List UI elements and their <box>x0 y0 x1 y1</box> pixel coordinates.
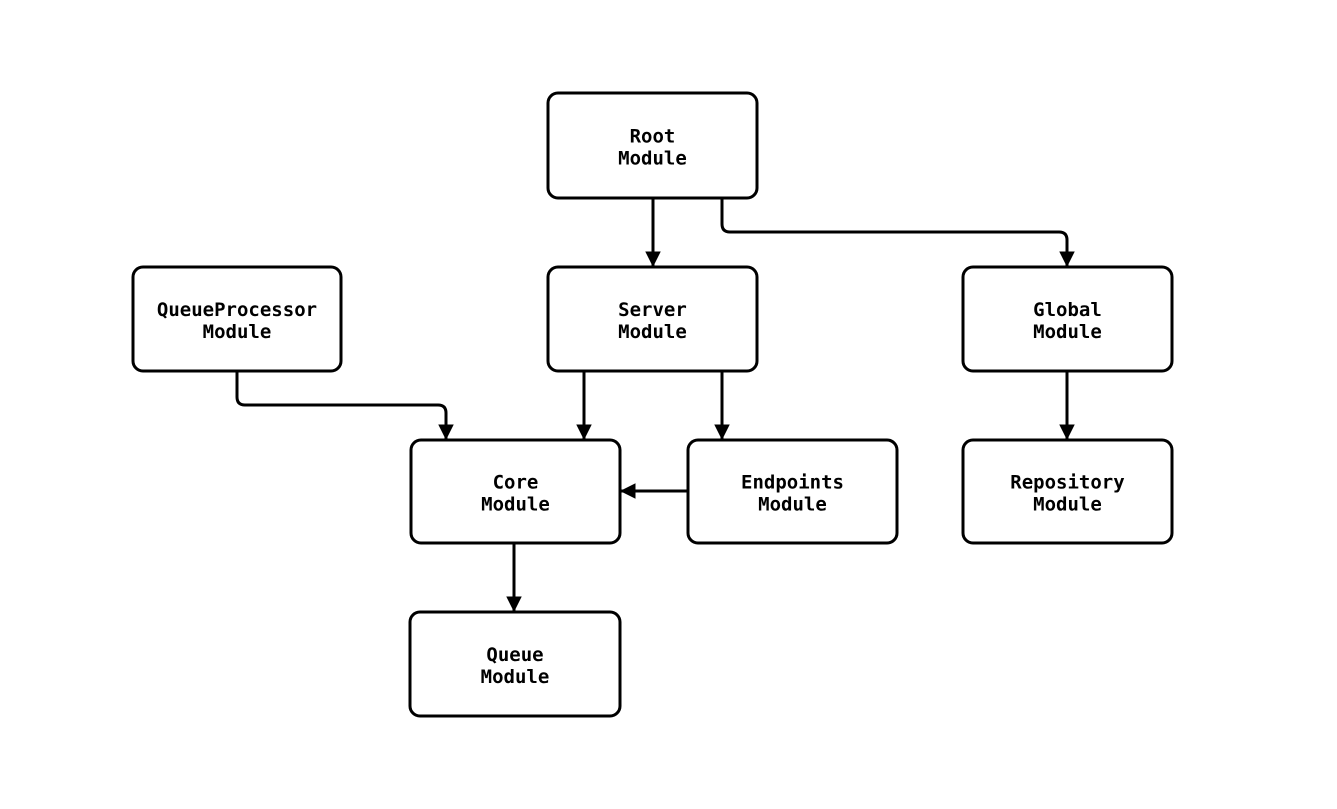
edges-layer <box>235 198 1075 612</box>
node-queue-box <box>408 610 622 718</box>
node-global-box <box>961 265 1174 373</box>
node-repository-box <box>961 438 1174 545</box>
node-root-box <box>546 91 759 200</box>
node-endpoints-box <box>686 438 899 545</box>
node-server-box <box>546 265 759 373</box>
node-queueprocessor-box <box>131 265 343 373</box>
node-core-box <box>409 438 622 545</box>
edge-queueprocessor-to-core <box>235 371 454 440</box>
edge-root-to-global <box>720 198 1075 267</box>
